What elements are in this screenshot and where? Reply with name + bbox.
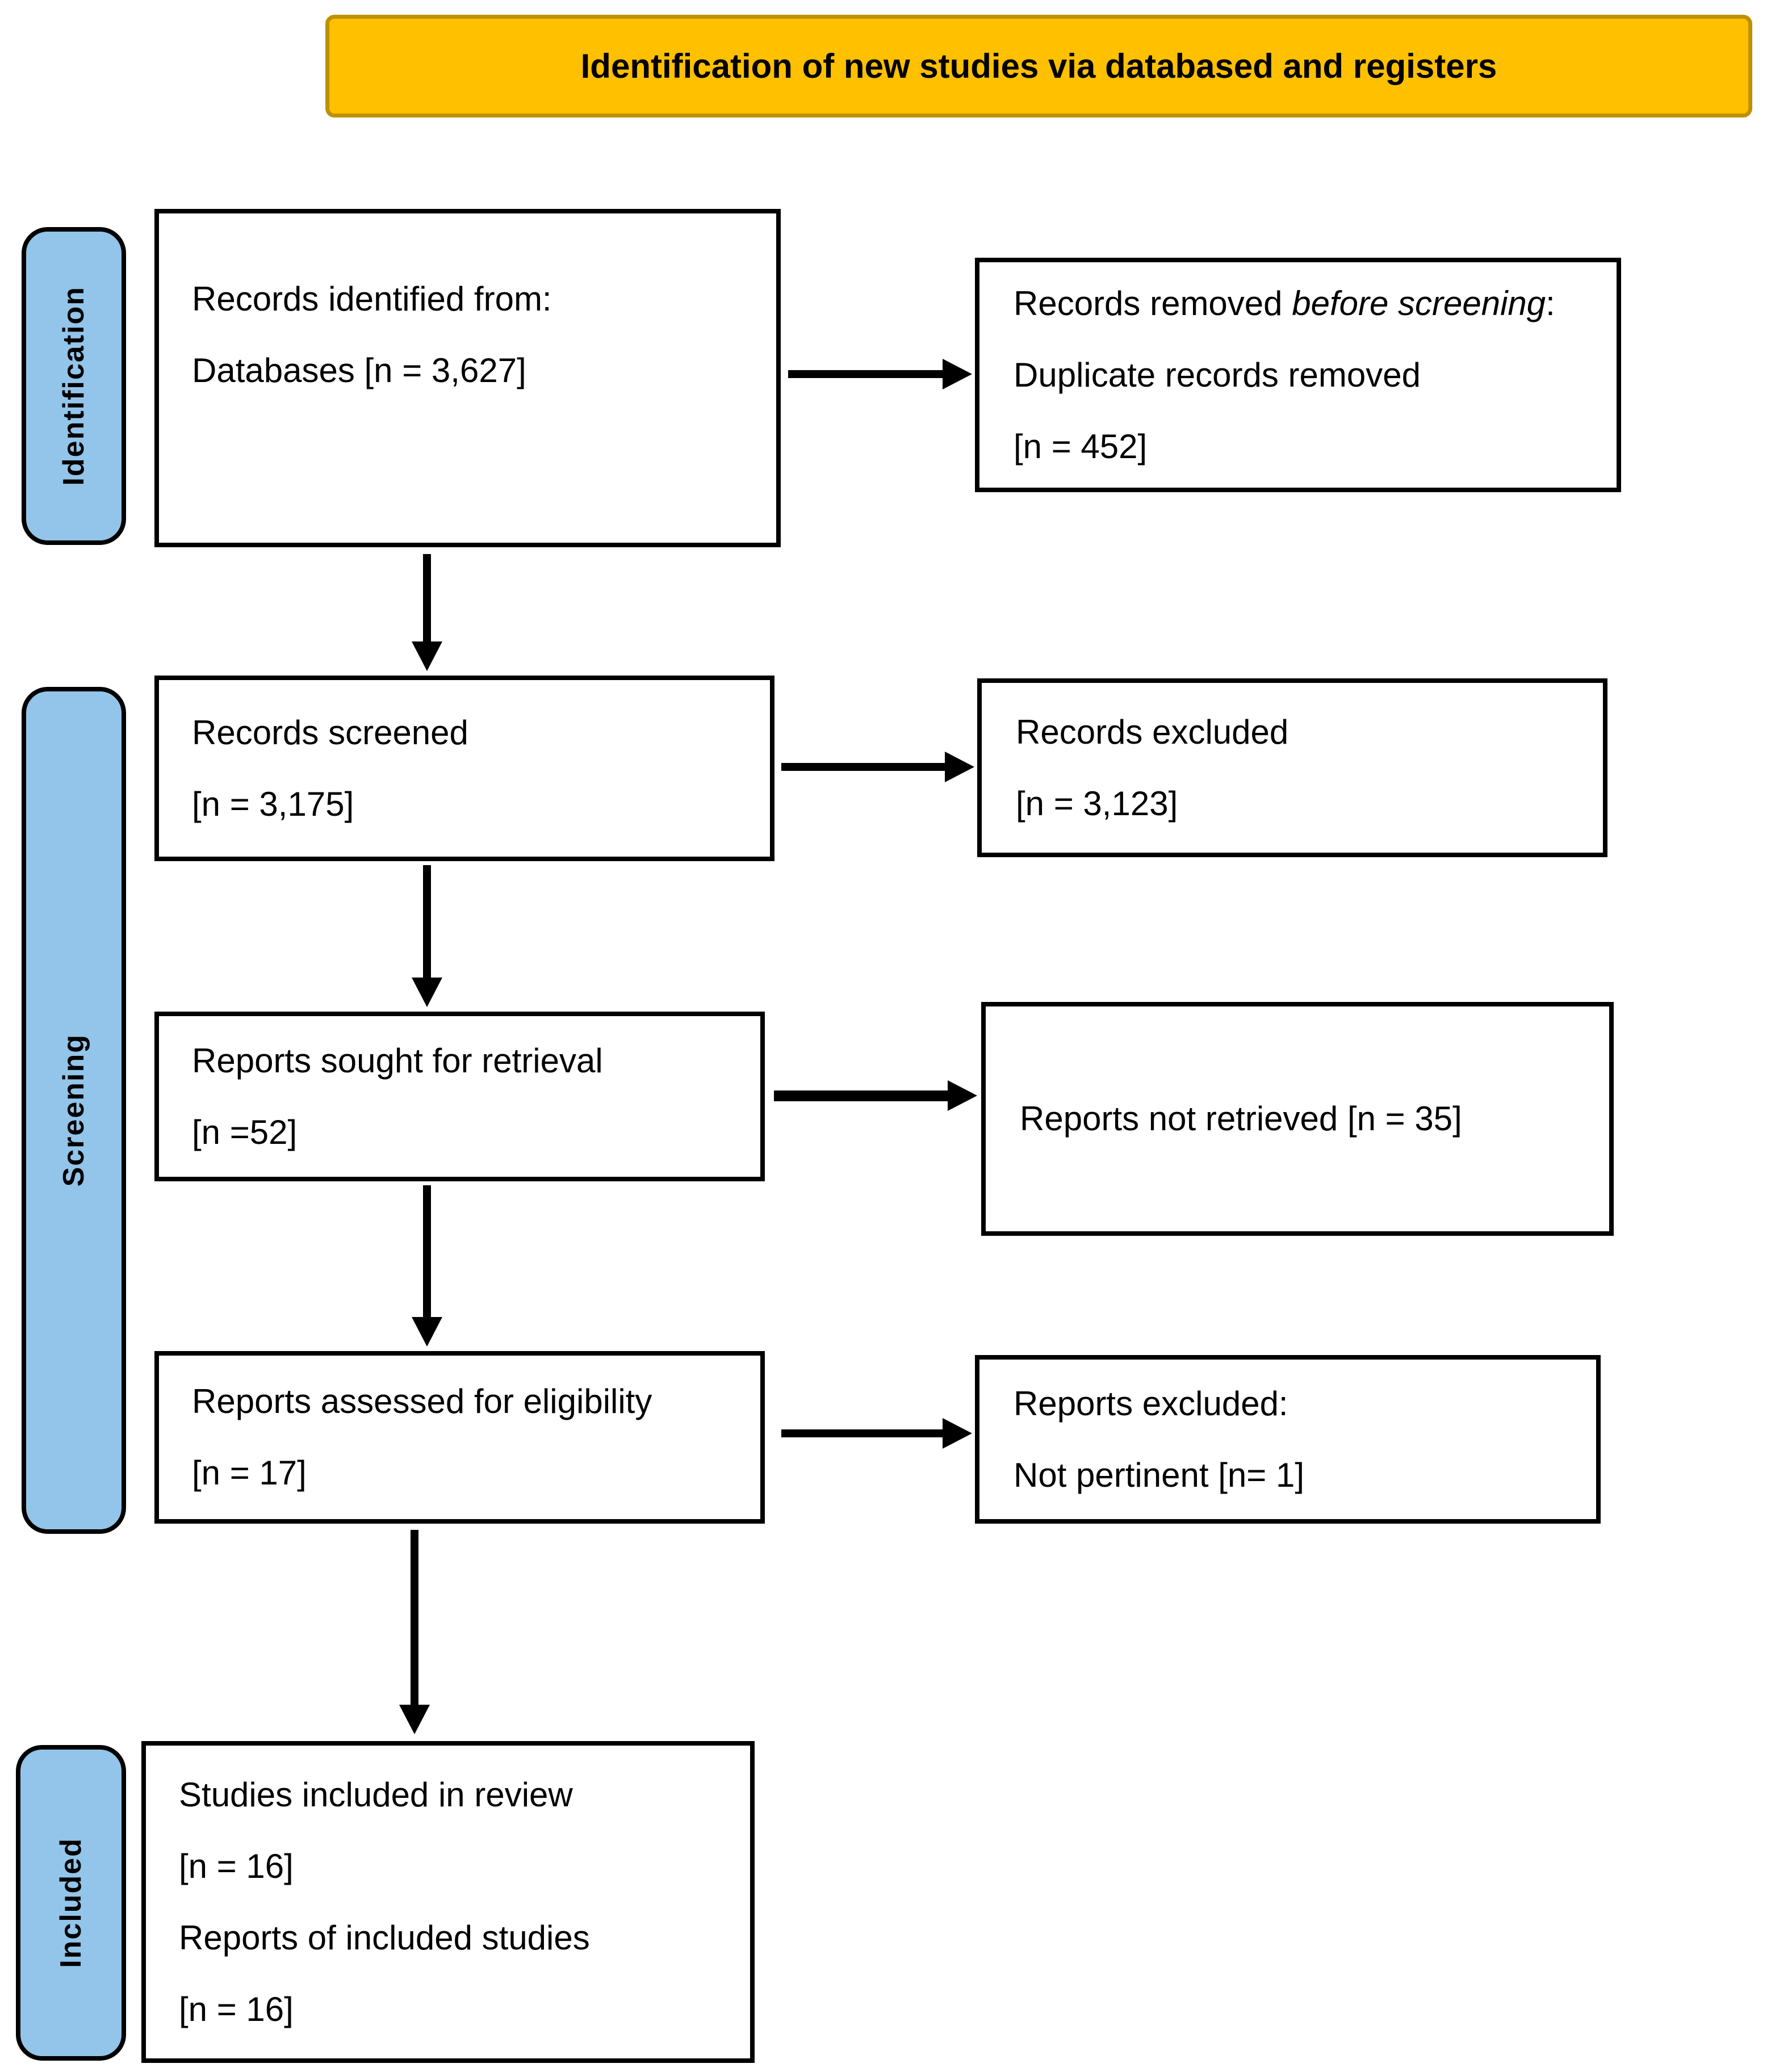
- box-reports-not-retrieved-line1: Reports not retrieved [n = 35]: [1020, 1100, 1462, 1138]
- arrow-head: [399, 1705, 430, 1734]
- arrow-head: [943, 359, 972, 389]
- box-reports-excluded-line1: Reports excluded:: [1014, 1384, 1288, 1423]
- box-studies-included-line1: Studies included in review: [179, 1775, 573, 1814]
- stage-identification: Identification: [22, 227, 126, 545]
- box-reports-not-retrieved: Reports not retrieved [n = 35]: [981, 1002, 1614, 1236]
- box-records-removed: Records removed before screening: Duplic…: [975, 258, 1621, 492]
- box-records-excluded-line1: Records excluded: [1016, 712, 1289, 751]
- arrow-down-assessed-to-included-icon: [399, 1530, 430, 1734]
- arrow-head: [943, 1418, 972, 1449]
- arrow-right-identified-to-removed-icon: [788, 359, 972, 389]
- arrow-shaft: [411, 1530, 418, 1705]
- box-studies-included: Studies included in review [n = 16] Repo…: [141, 1741, 755, 2063]
- arrow-head: [412, 978, 442, 1007]
- box-reports-excluded-line2: Not pertinent [n= 1]: [1014, 1456, 1304, 1494]
- box-reports-sought: Reports sought for retrieval [n =52]: [154, 1012, 765, 1181]
- title-banner: Identification of new studies via databa…: [325, 15, 1752, 118]
- box-reports-assessed-line1: Reports assessed for eligibility: [192, 1382, 652, 1420]
- box-reports-sought-line2: [n =52]: [192, 1113, 298, 1151]
- box-records-identified: Records identified from: Databases [n = …: [154, 209, 781, 547]
- arrow-right-sought-to-not-retrieved-icon: [774, 1080, 977, 1111]
- stage-identification-label: Identification: [57, 286, 90, 486]
- stage-included-label: Included: [55, 1838, 87, 1968]
- box-records-removed-line1-prefix: Records removed: [1014, 284, 1292, 322]
- arrow-down-sought-to-assessed-icon: [412, 1185, 442, 1347]
- arrow-right-screened-to-excluded-icon: [781, 752, 974, 782]
- box-records-screened-line2: [n = 3,175]: [192, 785, 354, 823]
- box-records-removed-line1-suffix: :: [1546, 284, 1555, 322]
- box-reports-sought-line1: Reports sought for retrieval: [192, 1041, 603, 1080]
- box-records-excluded-line2: [n = 3,123]: [1016, 784, 1178, 823]
- box-reports-assessed: Reports assessed for eligibility [n = 17…: [154, 1351, 765, 1524]
- box-records-removed-line2: Duplicate records removed: [1014, 355, 1421, 394]
- arrow-shaft: [423, 865, 431, 978]
- box-records-identified-line1: Records identified from:: [192, 280, 552, 318]
- arrow-down-screened-to-sought-icon: [412, 865, 442, 1007]
- arrow-shaft: [781, 763, 945, 771]
- box-records-screened: Records screened [n = 3,175]: [154, 676, 774, 861]
- box-studies-included-line2: [n = 16]: [179, 1847, 294, 1885]
- stage-screening-label: Screening: [57, 1034, 90, 1187]
- arrow-down-identified-to-screened-icon: [412, 554, 442, 671]
- arrow-shaft: [774, 1090, 948, 1101]
- stage-included: Included: [16, 1745, 126, 2061]
- arrow-shaft: [781, 1429, 943, 1437]
- arrow-right-assessed-to-excluded-icon: [781, 1418, 972, 1449]
- box-records-identified-line2: Databases [n = 3,627]: [192, 351, 526, 389]
- box-records-excluded: Records excluded [n = 3,123]: [977, 678, 1607, 857]
- box-records-removed-line1-italic: before screening: [1292, 284, 1546, 322]
- arrow-shaft: [788, 370, 943, 378]
- arrow-shaft: [423, 554, 431, 641]
- box-studies-included-line4: [n = 16]: [179, 1990, 294, 2028]
- box-records-removed-line1: Records removed before screening:: [1014, 268, 1600, 339]
- arrow-head: [945, 752, 974, 782]
- arrow-head: [948, 1080, 977, 1111]
- box-records-screened-line1: Records screened: [192, 713, 468, 752]
- box-records-removed-line3: [n = 452]: [1014, 427, 1148, 465]
- arrow-shaft: [423, 1185, 431, 1317]
- box-reports-assessed-line2: [n = 17]: [192, 1454, 307, 1492]
- box-studies-included-line3: Reports of included studies: [179, 1918, 590, 1957]
- box-reports-excluded: Reports excluded: Not pertinent [n= 1]: [975, 1355, 1601, 1524]
- arrow-head: [412, 641, 442, 671]
- title-banner-label: Identification of new studies via databa…: [580, 47, 1497, 85]
- arrow-head: [412, 1317, 442, 1347]
- stage-screening: Screening: [22, 687, 126, 1534]
